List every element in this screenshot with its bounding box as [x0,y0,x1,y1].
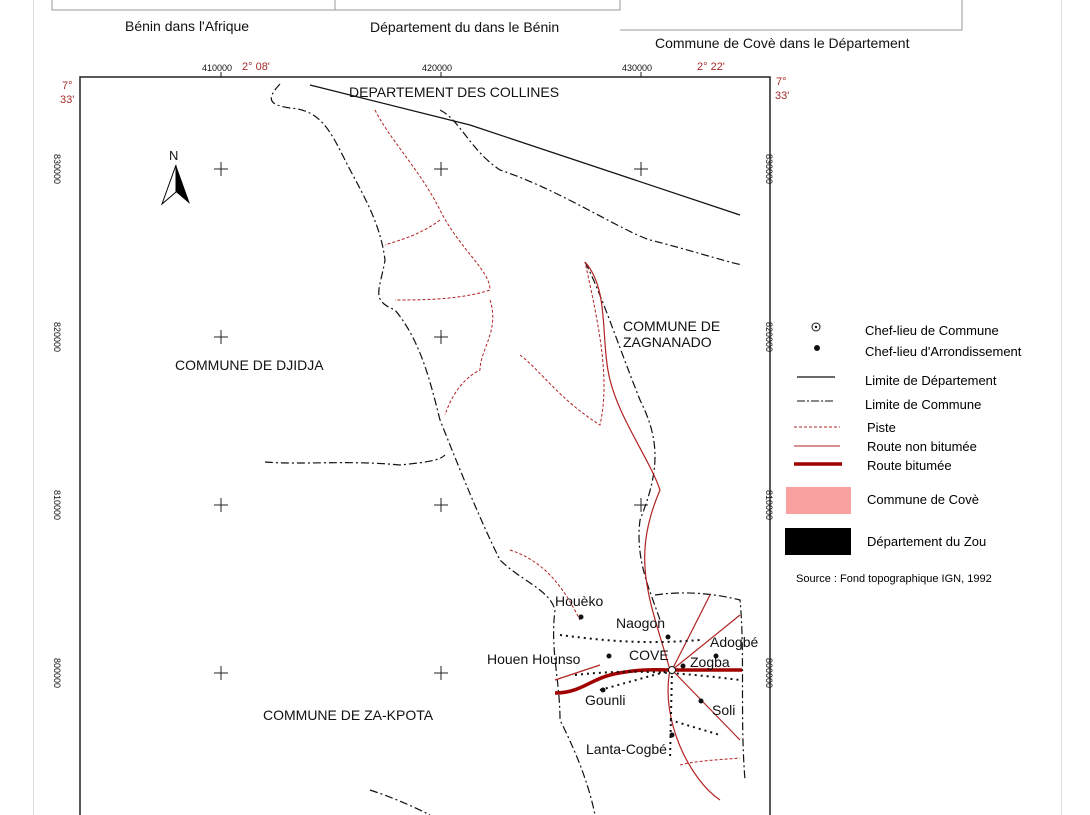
y-tick-label: 830000 [52,153,63,185]
lon-label: 2° 22' [697,61,725,73]
legend-arrondissement-seat: Chef-lieu d'Arrondissement [865,344,1022,359]
label-zagnanado-2: ZAGNANADO [623,334,712,350]
place-cove: COVE [629,647,669,663]
place-adogbe: Adogbé [710,634,759,650]
legend-paved-road: Route bitumée [867,458,952,473]
inset-frames [51,0,621,11]
y-tick-label-right: 820000 [764,321,775,353]
label-collines: DEPARTEMENT DES COLLINES [349,84,560,100]
legend-commune-seat: Chef-lieu de Commune [865,323,999,338]
legend-piste: Piste [867,420,896,435]
lat-min-right: 33' [775,90,790,102]
lon-label: 2° 08' [242,61,270,73]
place-gounli: Gounli [585,692,626,708]
grid-crosses [214,72,648,680]
legend-commune-limit: Limite de Commune [865,397,982,412]
commune-limits [264,83,746,815]
legend-cove: Commune de Covè [867,492,979,507]
north-label: N [169,148,179,163]
pistes [374,109,741,766]
map-frame [79,76,771,815]
inset-title-commune: Commune de Covè dans le Département [655,35,910,51]
north-arrow [160,164,190,206]
legend-department-limit: Limite de Département [865,373,997,388]
inset-title-africa: Bénin dans l'Afrique [125,18,250,34]
lat-deg-right: 7° [776,76,787,88]
paved-road [554,667,742,695]
place-lanta-cogbe: Lanta-Cogbé [586,741,667,757]
inset-title-benin: Département du dans le Bénin [370,19,560,35]
y-tick-label-right: 830000 [764,153,775,185]
y-tick-label: 810000 [52,489,63,521]
legend-symbols [785,322,851,555]
place-soli: Soli [712,702,736,718]
commune-seat-icon [668,666,676,674]
label-zakpota: COMMUNE DE ZA-KPOTA [263,707,434,723]
place-zogba: Zogba [690,654,730,670]
y-tick-label: 820000 [52,321,63,353]
department-limit [309,84,741,216]
arrondissement-dots [578,614,719,738]
x-tick-label: 430000 [622,63,653,73]
lat-min-left: 33' [60,94,75,106]
legend-zou: Département du Zou [867,534,987,549]
legend-unpaved-road: Route non bitumée [867,439,977,454]
place-naogon: Naogon [616,615,666,631]
y-tick-label: 800000 [52,657,63,689]
y-tick-label-right: 800000 [764,657,775,689]
legend-source: Source : Fond topographique IGN, 1992 [796,573,992,585]
lat-deg-left: 7° [62,80,73,92]
x-tick-label: 410000 [202,63,233,73]
x-tick-label: 420000 [422,63,453,73]
map-page [33,0,1062,815]
y-tick-label-right: 810000 [764,489,775,521]
place-houen-hounso: Houen Hounso [487,651,581,667]
inset-frame-commune [620,0,963,31]
place-houeko: Houèko [555,593,604,609]
label-zagnanado-1: COMMUNE DE [623,318,721,334]
label-djidja: COMMUNE DE DJIDJA [175,357,324,373]
